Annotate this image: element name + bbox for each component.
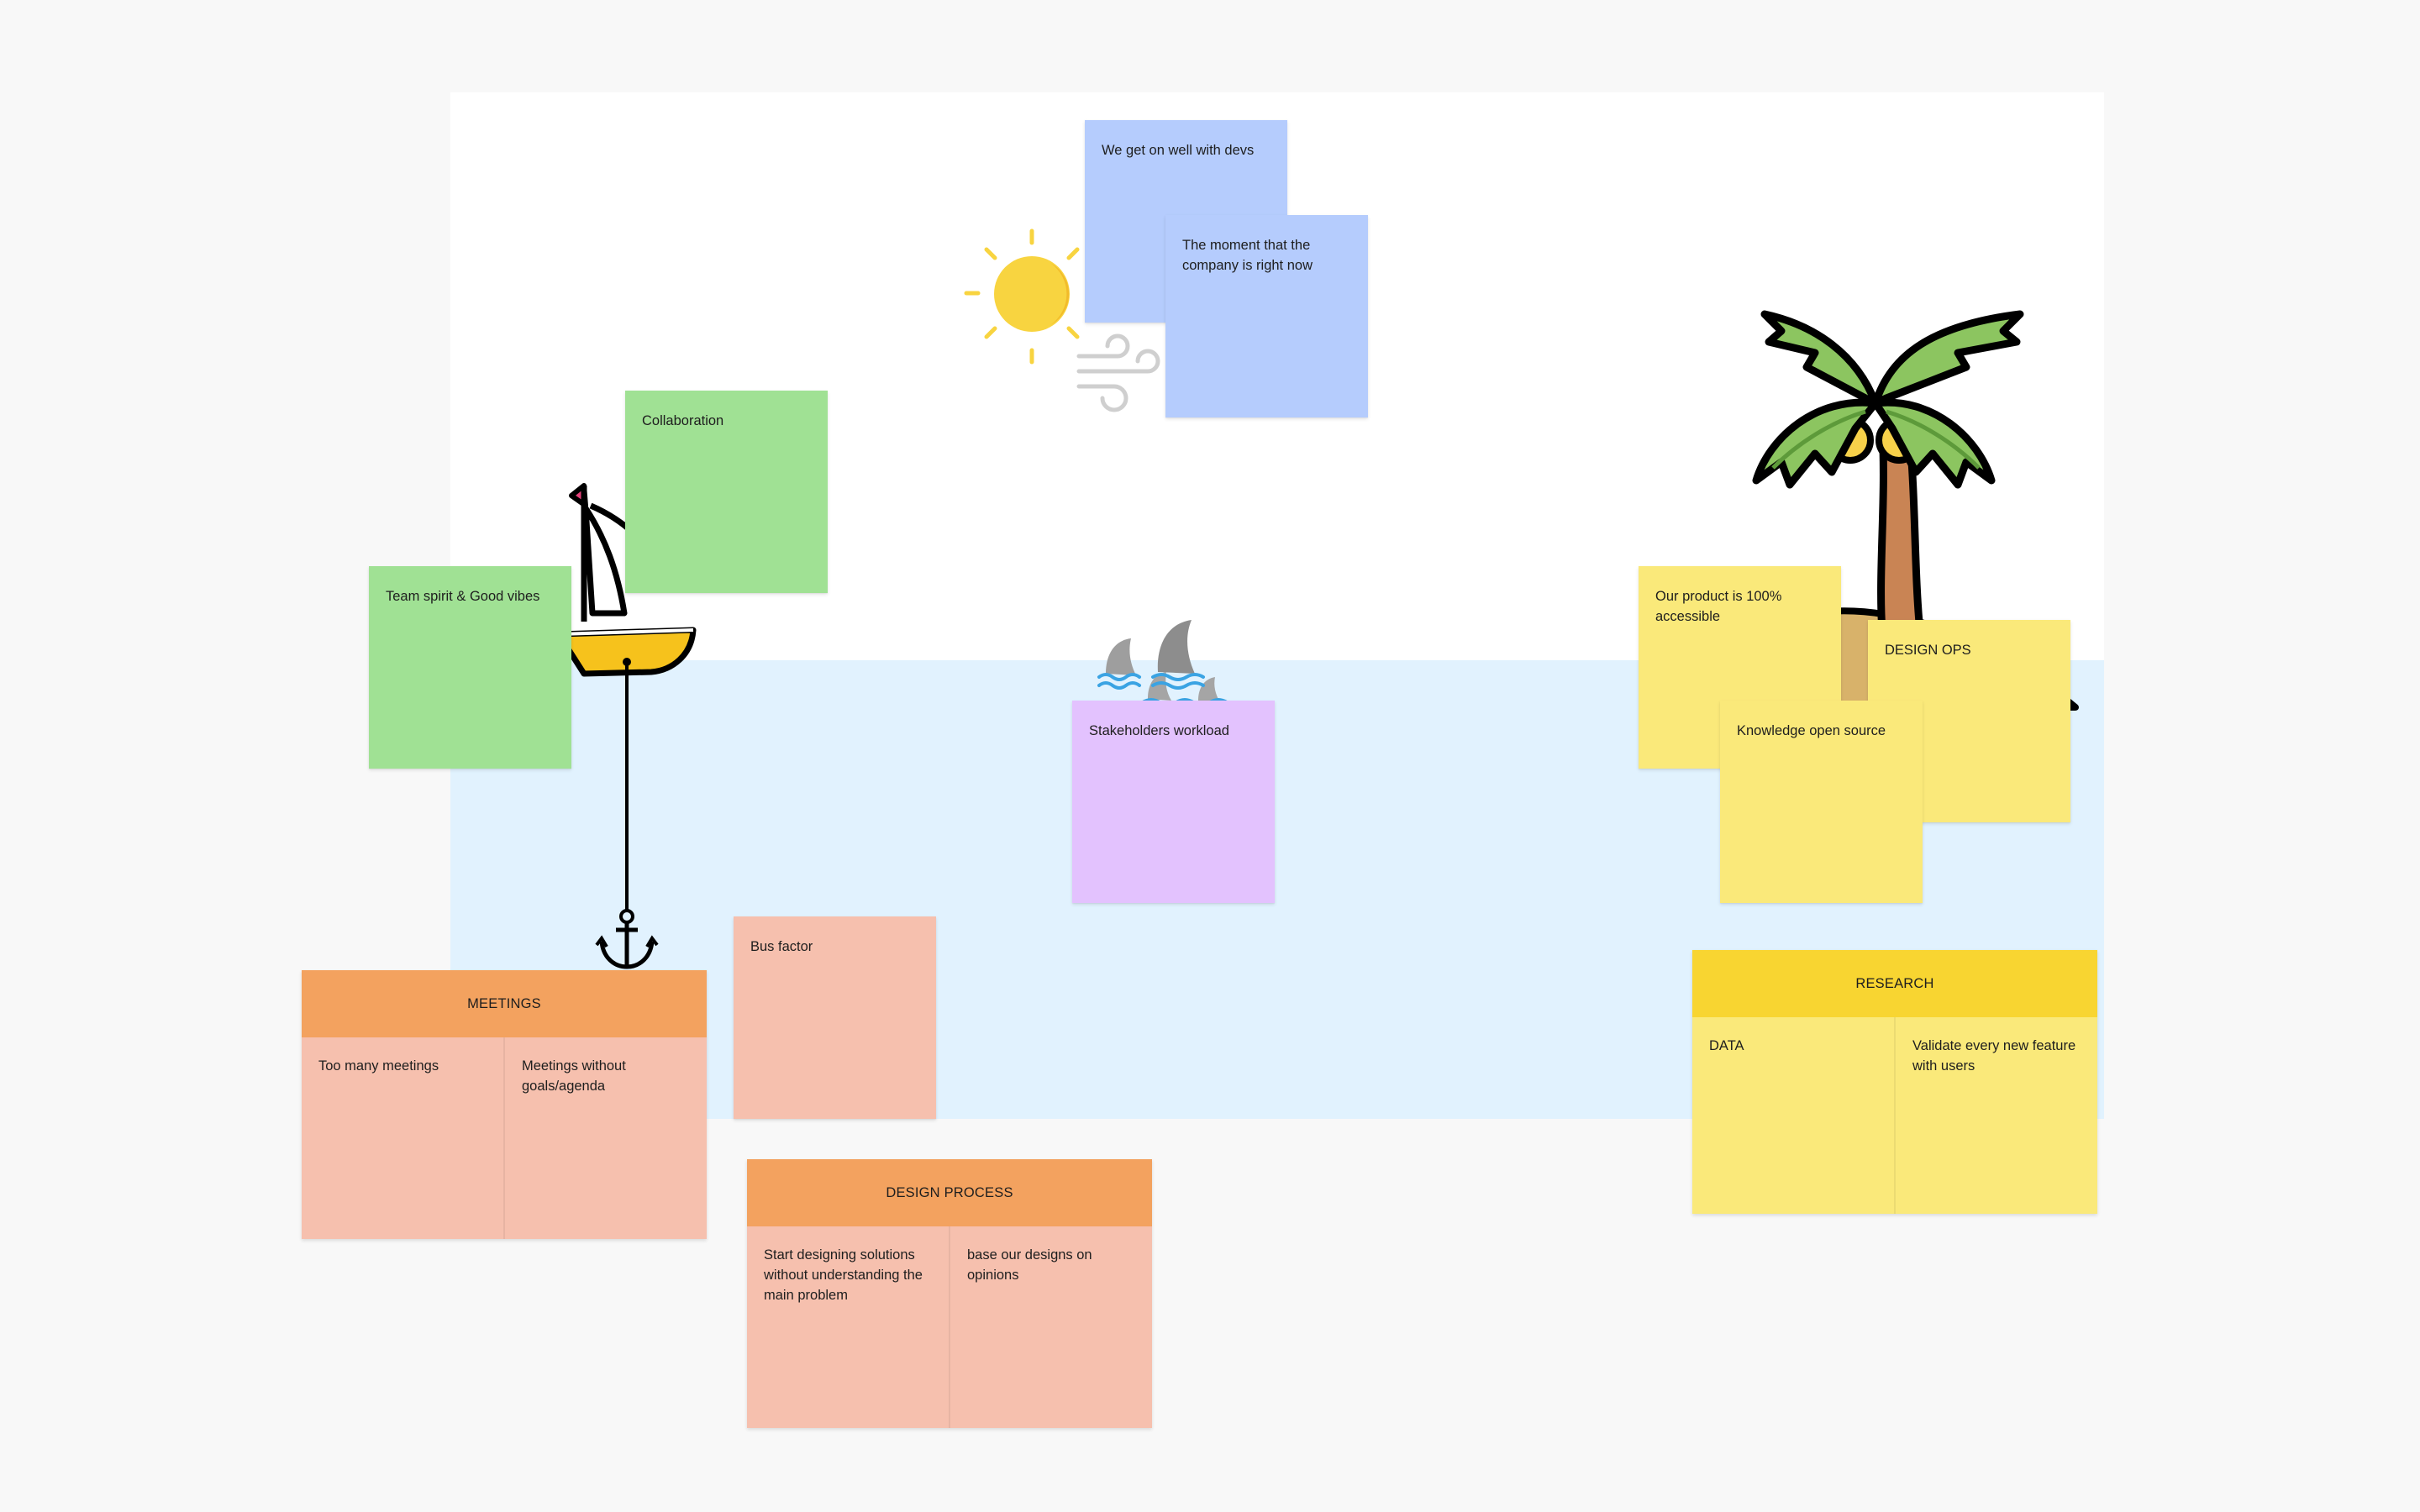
section-cell[interactable]: Validate every new feature with users [1894,1017,2097,1214]
sticky-company-moment[interactable]: The moment that the company is right now [1165,215,1368,417]
section-cell[interactable]: Meetings without goals/agenda [503,1037,707,1239]
section-title: MEETINGS [302,970,707,1037]
section-cells: Start designing solutions without unders… [747,1226,1152,1428]
shark-fins-icon [1097,620,1228,706]
sticky-text: Collaboration [642,413,724,428]
section-title: RESEARCH [1692,950,2097,1017]
sticky-knowledge[interactable]: Knowledge open source [1720,701,1923,903]
sticky-text: Knowledge open source [1737,723,1886,738]
section-cells: Too many meetings Meetings without goals… [302,1037,707,1239]
sticky-collaboration[interactable]: Collaboration [625,391,828,593]
section-cells: DATA Validate every new feature with use… [1692,1017,2097,1214]
sticky-text: Team spirit & Good vibes [386,589,540,604]
section-cell[interactable]: base our designs on opinions [949,1226,1152,1428]
section-meetings[interactable]: MEETINGS Too many meetings Meetings with… [302,970,707,1239]
sticky-text: DESIGN OPS [1885,643,1971,658]
sticky-text: Our product is 100% accessible [1655,589,1782,624]
section-cell[interactable]: DATA [1692,1017,1894,1214]
section-cell[interactable]: Too many meetings [302,1037,503,1239]
sticky-stakeholders[interactable]: Stakeholders workload [1072,701,1275,903]
sun-icon [964,228,1080,365]
sticky-text: We get on well with devs [1102,143,1255,158]
sticky-text: Bus factor [750,939,813,954]
section-cell[interactable]: Start designing solutions without unders… [747,1226,949,1428]
sticky-team-spirit[interactable]: Team spirit & Good vibes [369,566,571,769]
section-title: DESIGN PROCESS [747,1159,1152,1226]
sticky-text: Stakeholders workload [1089,723,1229,738]
section-design-process[interactable]: DESIGN PROCESS Start designing solutions… [747,1159,1152,1428]
anchor-icon [595,663,659,969]
sailboat-icon [555,483,697,677]
sticky-bus-factor[interactable]: Bus factor [734,916,936,1119]
section-research[interactable]: RESEARCH DATA Validate every new feature… [1692,950,2097,1214]
sticky-text: The moment that the company is right now [1182,238,1313,273]
wind-icon [1076,333,1160,412]
